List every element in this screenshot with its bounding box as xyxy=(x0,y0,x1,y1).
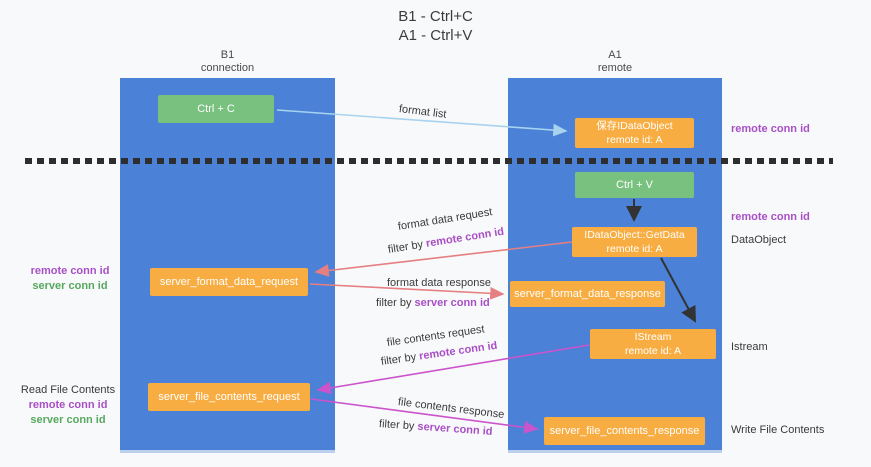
filter-by-text: filter by xyxy=(380,351,417,368)
server-conn-id-text: server conn id xyxy=(414,297,490,309)
left-remote-conn-id-2: remote conn id xyxy=(28,399,108,411)
server-file-contents-request-box: server_file_contents_request xyxy=(148,383,310,411)
filter-by-text: filter by xyxy=(387,238,424,256)
lane-b1-role: connection xyxy=(200,62,255,74)
right-remote-conn-id-top: remote conn id xyxy=(731,123,810,135)
session-divider-dashed-line xyxy=(25,158,833,164)
lane-header-a1: A1 remote xyxy=(508,49,722,75)
lane-header-b1: B1 connection xyxy=(120,49,335,75)
server-file-contents-request-label: server_file_contents_request xyxy=(158,391,300,403)
left-conn-id-group-file: Read File Contents remote conn id server… xyxy=(18,383,118,428)
format-data-response-label: format data response xyxy=(387,277,491,289)
server-conn-id-text: server conn id xyxy=(417,420,493,438)
right-remote-conn-id-mid: remote conn id xyxy=(731,211,810,223)
file-contents-response-filter-label: filter by server conn id xyxy=(379,418,493,438)
file-contents-response-label: file contents response xyxy=(397,396,505,421)
server-file-contents-response-box: server_file_contents_response xyxy=(544,417,705,445)
left-remote-conn-id: remote conn id xyxy=(30,265,110,277)
title-line-1: B1 - Ctrl+C xyxy=(398,8,473,25)
server-format-data-request-label: server_format_data_request xyxy=(159,276,299,288)
left-conn-id-group-format: remote conn id server conn id xyxy=(24,264,116,294)
istream-line1: IStream xyxy=(634,331,672,343)
lane-a1-name: A1 xyxy=(608,49,622,61)
istream-side-label: Istream xyxy=(731,341,768,353)
title-line-2: A1 - Ctrl+V xyxy=(398,27,473,44)
filter-by-text: filter by xyxy=(378,418,415,433)
ctrl-c-box: Ctrl + C xyxy=(158,95,274,123)
dataobject-label: DataObject xyxy=(731,234,787,246)
server-format-data-response-label: server_format_data_response xyxy=(514,288,661,300)
ctrl-v-label: Ctrl + V xyxy=(616,179,653,191)
save-idataobject-line2: remote id: A xyxy=(606,134,663,146)
getdata-line1: IDataObject::GetData xyxy=(584,229,685,241)
save-idataobject-line1: 保存IDataObject xyxy=(596,120,673,132)
remote-conn-id-text: remote conn id xyxy=(425,225,505,250)
server-file-contents-response-label: server_file_contents_response xyxy=(549,425,700,437)
diagram-title: B1 - Ctrl+C A1 - Ctrl+V xyxy=(0,7,871,45)
ctrl-v-box: Ctrl + V xyxy=(575,172,694,198)
lane-a1-role: remote xyxy=(597,62,633,74)
getdata-box: IDataObject::GetData remote id: A xyxy=(572,227,697,257)
server-format-data-response-box: server_format_data_response xyxy=(510,281,665,307)
filter-by-text: filter by xyxy=(376,297,412,309)
save-idataobject-box: 保存IDataObject remote id: A xyxy=(575,118,694,148)
istream-box: IStream remote id: A xyxy=(590,329,716,359)
left-server-conn-id-2: server conn id xyxy=(30,414,106,426)
server-format-data-request-box: server_format_data_request xyxy=(150,268,308,296)
lane-b1-name: B1 xyxy=(220,49,235,61)
getdata-line2: remote id: A xyxy=(606,243,663,255)
left-server-conn-id: server conn id xyxy=(32,280,108,292)
istream-line2: remote id: A xyxy=(624,345,682,357)
ctrl-c-label: Ctrl + C xyxy=(197,103,235,115)
format-list-label: format list xyxy=(398,103,448,121)
write-file-contents-label: Write File Contents xyxy=(731,424,825,436)
format-data-response-filter-label: filter by server conn id xyxy=(376,297,490,309)
read-file-contents-label: Read File Contents xyxy=(20,384,116,396)
remote-conn-id-text: remote conn id xyxy=(418,339,499,363)
